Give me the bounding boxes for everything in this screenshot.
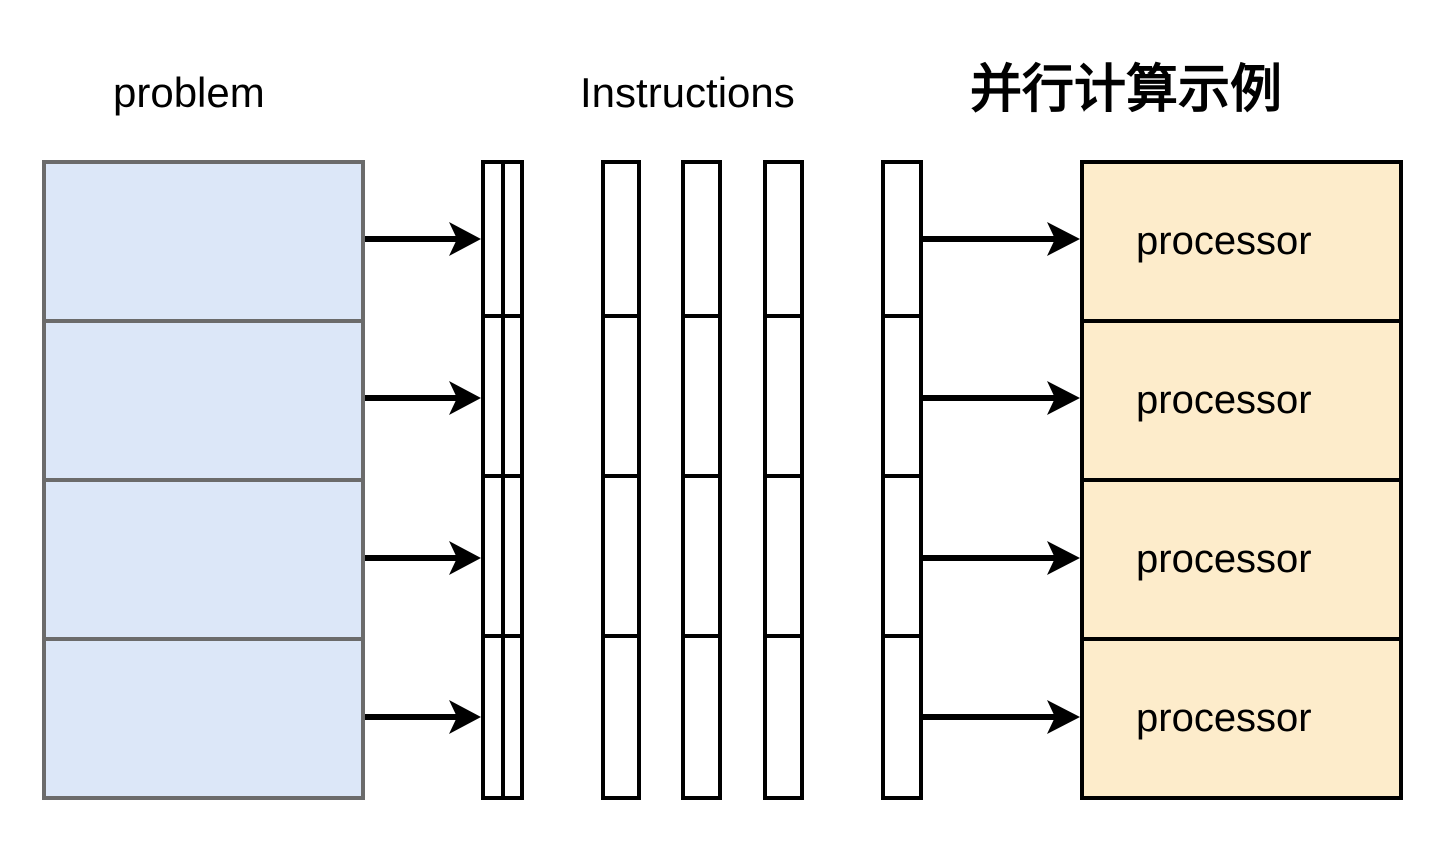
instruction-cell [685, 318, 718, 478]
instruction-cell [685, 164, 718, 318]
instruction-cell [885, 318, 919, 478]
instruction-cell [504, 164, 520, 318]
problem-cell [46, 482, 361, 641]
problem-stack [42, 160, 365, 800]
instruction-group-c [681, 160, 722, 800]
instruction-cell [504, 638, 520, 796]
instruction-cell [504, 318, 520, 478]
instruction-cell [885, 164, 919, 318]
instruction-cell [605, 478, 637, 638]
instruction-column [485, 164, 505, 796]
problem-heading: problem [113, 69, 265, 116]
arrow-instruction-to-processor-3 [923, 541, 1080, 575]
instruction-cell [767, 318, 800, 478]
instruction-cell [767, 638, 800, 796]
instruction-group-e [881, 160, 923, 800]
instruction-cell [605, 318, 637, 478]
arrow-problem-to-instruction-4 [365, 700, 481, 734]
processor-stack: processor processor processor processor [1080, 160, 1403, 800]
diagram-title: 并行计算示例 [970, 61, 1283, 119]
instruction-cell [485, 638, 501, 796]
instruction-group-b [601, 160, 641, 800]
instruction-cell [685, 478, 718, 638]
instruction-cell [605, 638, 637, 796]
arrow-problem-to-instruction-2 [365, 381, 481, 415]
processor-cell: processor [1084, 482, 1399, 641]
instructions-heading: Instructions [580, 69, 795, 116]
instruction-cell [504, 478, 520, 638]
arrow-problem-to-instruction-3 [365, 541, 481, 575]
instruction-cell [485, 478, 501, 638]
instruction-column [885, 164, 919, 796]
processor-cell: processor [1084, 323, 1399, 482]
instruction-cell [685, 638, 718, 796]
instruction-cell [485, 164, 501, 318]
problem-cell [46, 323, 361, 482]
instruction-column [767, 164, 800, 796]
instruction-cell [605, 164, 637, 318]
instruction-cell [767, 164, 800, 318]
instruction-cell [767, 478, 800, 638]
instruction-group-a [481, 160, 524, 800]
instruction-cell [485, 318, 501, 478]
instruction-column [605, 164, 637, 796]
arrow-instruction-to-processor-2 [923, 381, 1080, 415]
problem-cell [46, 641, 361, 796]
processor-cell: processor [1084, 164, 1399, 323]
instruction-column [685, 164, 718, 796]
instruction-column [504, 164, 520, 796]
arrow-instruction-to-processor-1 [923, 222, 1080, 256]
problem-cell [46, 164, 361, 323]
instruction-group-d [763, 160, 804, 800]
arrow-instruction-to-processor-4 [923, 700, 1080, 734]
instruction-cell [885, 478, 919, 638]
processor-cell: processor [1084, 641, 1399, 796]
instruction-cell [885, 638, 919, 796]
arrow-problem-to-instruction-1 [365, 222, 481, 256]
